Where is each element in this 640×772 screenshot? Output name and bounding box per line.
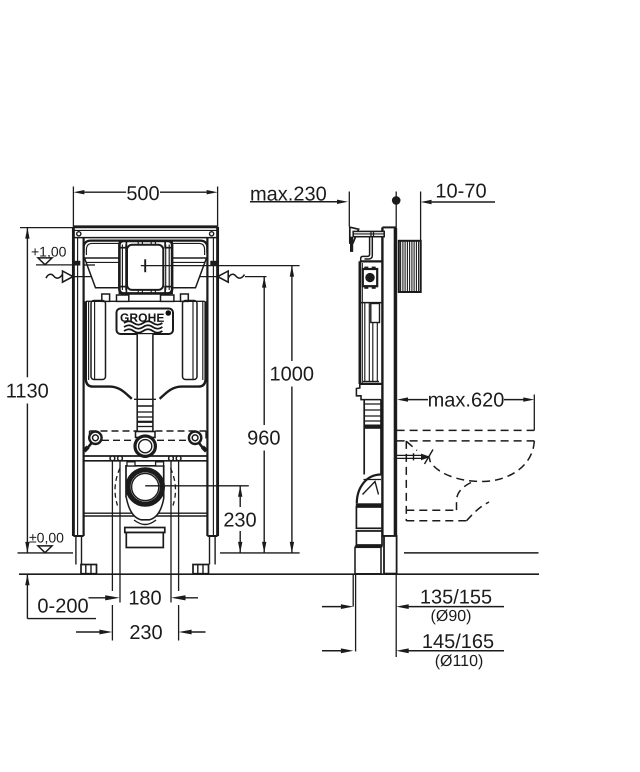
svg-text:230: 230 [129, 622, 162, 644]
svg-text:10-70: 10-70 [435, 180, 486, 202]
svg-text:1000: 1000 [270, 364, 315, 386]
svg-text:145/165: 145/165 [422, 631, 494, 653]
svg-text:135/155: 135/155 [420, 586, 492, 608]
svg-text:±0,00: ±0,00 [29, 529, 64, 545]
svg-text:max.230: max.230 [250, 183, 327, 205]
svg-text:max.620: max.620 [428, 390, 505, 412]
svg-text:1130: 1130 [6, 381, 49, 403]
svg-text:(Ø90): (Ø90) [431, 608, 472, 625]
svg-text:500: 500 [126, 183, 159, 205]
svg-text:960: 960 [247, 428, 280, 450]
svg-text:230: 230 [223, 509, 256, 531]
svg-text:180: 180 [128, 588, 161, 610]
svg-text:0-200: 0-200 [37, 595, 88, 617]
svg-text:+1,00: +1,00 [31, 244, 67, 260]
svg-text:(Ø110): (Ø110) [435, 653, 484, 670]
